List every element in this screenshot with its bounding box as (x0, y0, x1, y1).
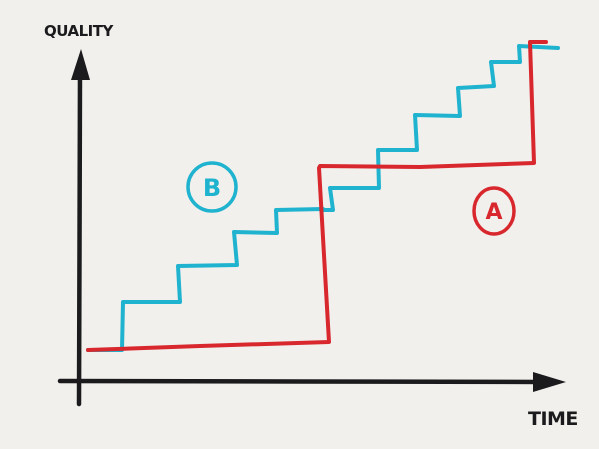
label-b: B (186, 161, 238, 213)
label-a: A (472, 186, 516, 236)
x-axis-arrowhead (533, 372, 566, 392)
label-b-text: B (203, 174, 221, 202)
axes (57, 49, 566, 407)
path-b-staircase (86, 44, 560, 352)
y-axis-label: QUALITY (44, 22, 114, 40)
y-axis-line (76, 67, 83, 407)
path-a-step (86, 40, 548, 352)
label-a-text: A (485, 200, 502, 225)
y-axis-arrowhead (71, 49, 90, 80)
label-a-circle (472, 186, 516, 236)
x-axis-line (57, 378, 548, 385)
x-axis-label: TIME (528, 408, 578, 430)
label-b-circle (186, 161, 238, 213)
